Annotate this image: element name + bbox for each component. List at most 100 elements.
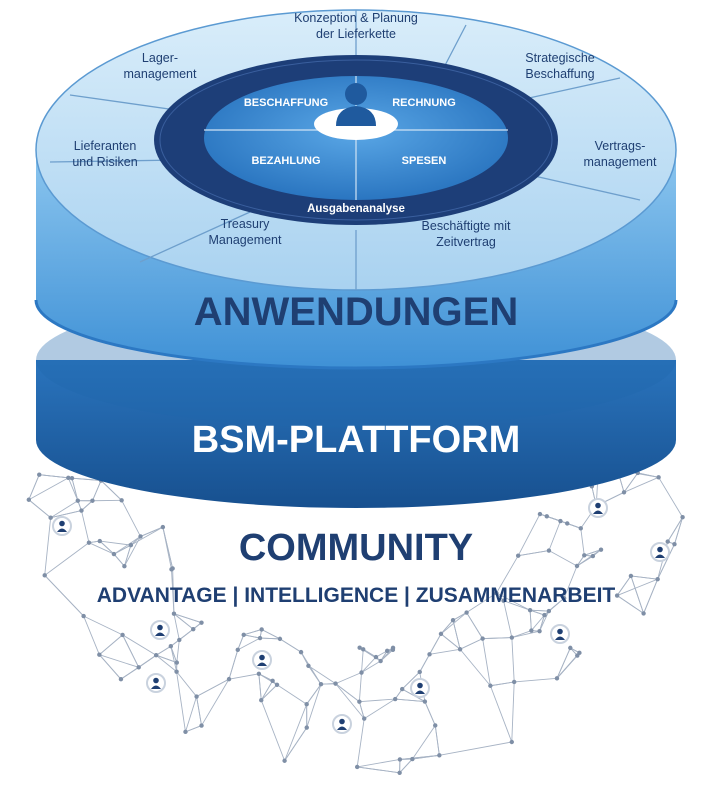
community-user-icon (252, 650, 272, 670)
network-edge (176, 671, 197, 697)
network-node (598, 547, 604, 552)
network-edge (361, 649, 364, 673)
network-node (304, 701, 309, 707)
network-node (488, 683, 493, 688)
community-user-icon (146, 673, 166, 693)
network-edge (99, 654, 122, 680)
network-node (90, 498, 95, 503)
network-edge (466, 612, 484, 639)
network-node (565, 521, 570, 526)
network-edge (667, 516, 683, 542)
network-edge (279, 638, 302, 653)
network-node (199, 723, 204, 728)
network-edge (440, 619, 454, 635)
network-edge (335, 672, 362, 685)
network-edge (50, 500, 79, 519)
network-node (511, 679, 517, 685)
network-edge (539, 610, 550, 632)
network-node (69, 475, 75, 481)
network-node (153, 653, 159, 658)
network-node (81, 613, 86, 619)
network-edge (584, 549, 602, 556)
network-edge (173, 613, 202, 624)
network-edge (261, 629, 281, 640)
community-user-icon (150, 620, 170, 640)
segment-lagermanagement: Lager-management (124, 51, 197, 81)
network-edge (674, 517, 684, 545)
network-edge (503, 600, 531, 611)
network-edge (531, 614, 545, 631)
network-edge (563, 565, 578, 599)
network-node (357, 699, 362, 704)
network-edge (88, 542, 115, 555)
network-node (37, 472, 42, 477)
network-node (509, 635, 515, 640)
network-node (118, 676, 124, 682)
community-user-icon (332, 714, 352, 734)
network-node (390, 645, 396, 651)
network-node (509, 739, 514, 745)
network-edge (156, 654, 177, 664)
network-edge (514, 677, 558, 683)
network-edge (560, 520, 581, 529)
network-edge (71, 477, 102, 481)
network-node (191, 626, 196, 632)
network-edge (308, 665, 322, 685)
network-node (183, 729, 188, 735)
network-node (282, 758, 287, 763)
network-edge (616, 575, 632, 596)
network-edge (580, 528, 585, 556)
network-edge (556, 647, 571, 679)
network-node (546, 548, 552, 553)
network-node (515, 553, 521, 558)
network-edge (237, 637, 261, 651)
network-edge (440, 633, 461, 650)
quadrant-rechnung: RECHNUNG (392, 97, 456, 109)
network-edge (429, 633, 442, 655)
network-edge (28, 474, 40, 500)
network-edge (466, 592, 497, 613)
network-node (384, 648, 390, 654)
network-edge (395, 698, 425, 703)
network-node (621, 490, 627, 495)
network-edge (122, 634, 140, 668)
network-edge (452, 620, 461, 650)
network-node (529, 628, 534, 633)
network-node (42, 573, 47, 578)
network-node (357, 645, 362, 650)
network-edge (548, 520, 561, 551)
network-node (277, 636, 283, 642)
network-edge (335, 683, 365, 719)
network-edge (496, 592, 531, 611)
network-node (226, 676, 232, 682)
network-node (122, 564, 127, 569)
network-edge (518, 550, 550, 557)
network-edge (419, 654, 430, 673)
network-edge (50, 510, 82, 519)
network-edge (260, 700, 286, 761)
network-edge (643, 578, 659, 614)
segment-vertragsmanagement: Vertrags-management (584, 139, 657, 169)
network-edge (124, 536, 141, 567)
network-edge (529, 609, 545, 616)
network-edge (162, 526, 174, 569)
network-edge (259, 637, 280, 640)
network-node (160, 524, 166, 530)
network-edge (356, 718, 365, 768)
network-edge (113, 544, 132, 555)
network-edge (439, 741, 512, 756)
network-node (501, 598, 506, 603)
network-edge (529, 610, 532, 631)
network-node (554, 676, 560, 681)
network-node (259, 698, 264, 703)
network-node (128, 542, 134, 548)
network-node (79, 508, 84, 513)
network-node (614, 593, 620, 598)
network-node (86, 540, 92, 545)
network-edge (170, 646, 178, 672)
network-edge (306, 684, 322, 728)
